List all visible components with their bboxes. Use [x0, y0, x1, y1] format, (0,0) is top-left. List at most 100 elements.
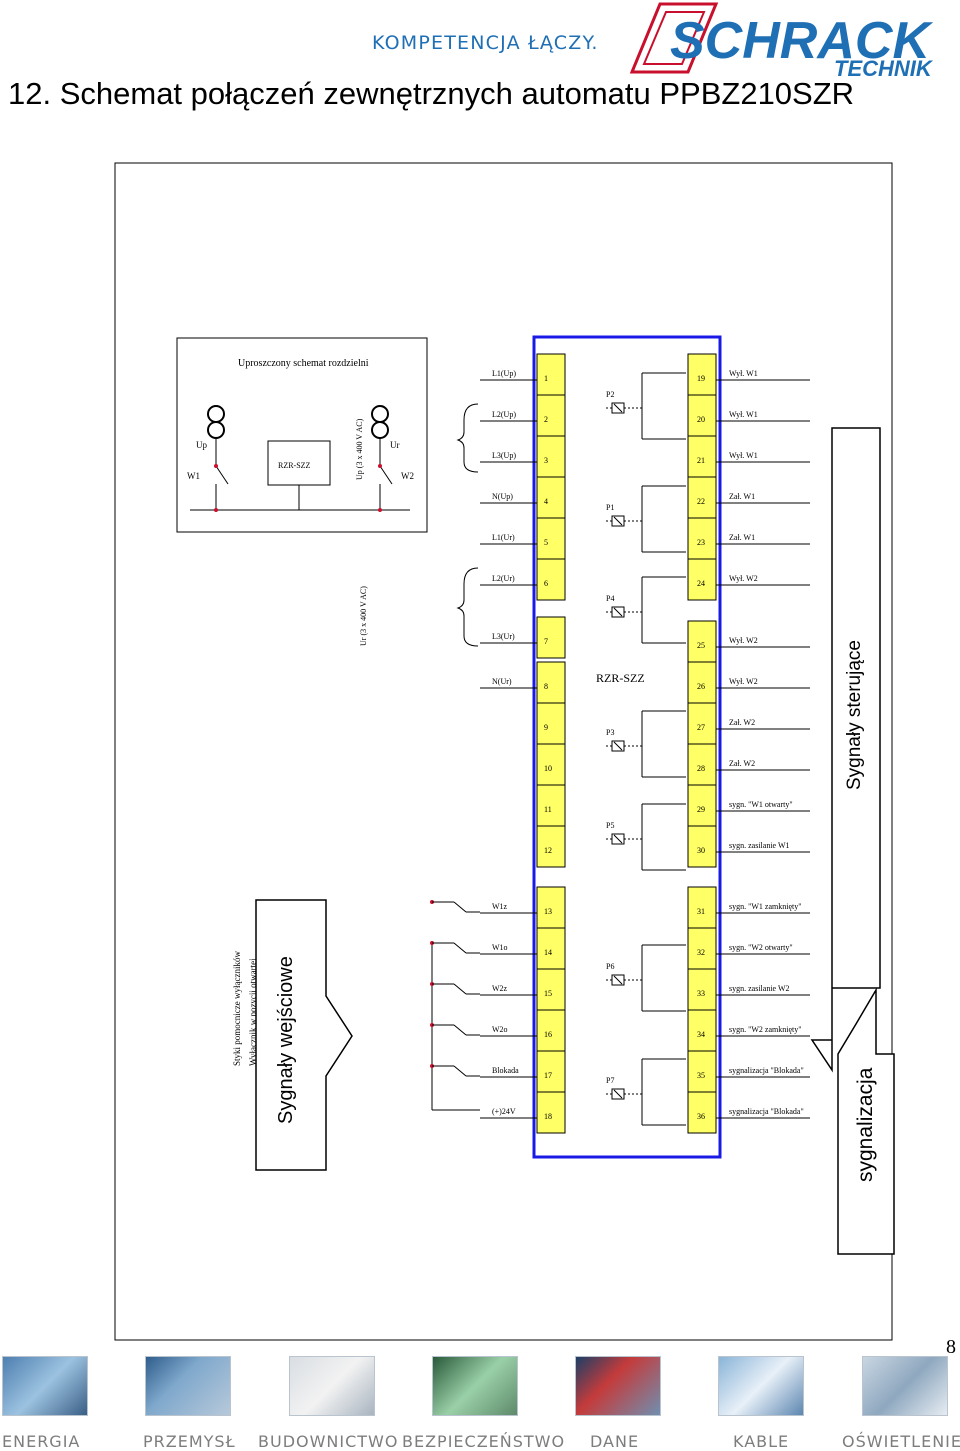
footer-item: BEZPIECZEŃSTWO: [402, 1432, 566, 1451]
left-terminal: 18 (+)24V: [480, 1091, 566, 1134]
terminal-label: Blokada: [492, 1066, 519, 1075]
terminal-number: 36: [697, 1112, 705, 1121]
svg-text:P7: P7: [606, 1076, 614, 1085]
terminal-label: Zał. W2: [729, 718, 755, 727]
inset-up-label: Up: [196, 440, 207, 450]
logo-wordmark: SCHRACK: [670, 12, 933, 70]
transformer-up-icon: [207, 405, 225, 423]
terminal-number: 26: [697, 682, 705, 691]
footer-image-building: [289, 1356, 375, 1416]
svg-text:P3: P3: [606, 728, 614, 737]
terminal-label: sygn. "W2 otwarty": [729, 943, 793, 952]
left-terminal: 3 L3(Up): [480, 435, 566, 478]
terminal-number: 13: [544, 907, 552, 916]
terminal-number: 19: [697, 374, 705, 383]
terminal-number: 6: [544, 579, 548, 588]
terminal-number: 33: [697, 989, 705, 998]
input-signals-arrow: Sygnały wejściowe: [255, 899, 353, 1171]
schrack-logo: SCHRACK TECHNIK: [629, 2, 934, 80]
right-terminal: 35 sygnalizacja "Blokada": [687, 1050, 810, 1093]
side-text-breaker-open: Wyłącznik w pozycji otwartej: [248, 958, 258, 1066]
inset-schematic: Uproszczony schemat rozdzielni Up Ur W1 …: [176, 337, 428, 533]
terminal-number: 18: [544, 1112, 552, 1121]
terminal-label: (+)24V: [492, 1107, 516, 1116]
terminal-number: 24: [697, 579, 705, 588]
terminal-number: 29: [697, 805, 705, 814]
inset-w1-label: W1: [187, 471, 200, 481]
left-terminal: 6L2(Ur): [480, 558, 566, 601]
control-signals-label: Sygnały sterujące: [844, 640, 865, 790]
terminal-label: W1o: [492, 943, 508, 952]
input-switch-icon: [430, 941, 480, 954]
terminal-number: 20: [697, 415, 705, 424]
left-terminal: 10: [536, 743, 566, 786]
terminal-number: 15: [544, 989, 552, 998]
terminal-number: 25: [697, 641, 705, 650]
diagram-frame: [114, 162, 893, 1341]
footer-item: OŚWIETLENIE: [842, 1432, 960, 1451]
relay-p1: P1: [606, 485, 686, 553]
left-terminal: 12: [536, 825, 566, 868]
terminal-number: 12: [544, 846, 552, 855]
footer-item: DANE: [590, 1432, 640, 1451]
inset-up-voltage: Up (3 x 400 V AC): [355, 418, 364, 480]
input-switch-icon: [430, 900, 480, 913]
relay-p2: P2: [606, 372, 686, 440]
left-terminal: 7L3(Ur): [480, 616, 566, 659]
terminal-number: 21: [697, 456, 705, 465]
footer-item: PRZEMYSŁ: [143, 1432, 236, 1451]
input-switch-icon: [430, 1023, 480, 1036]
terminal-number: 22: [697, 497, 705, 506]
relay-p4: P4: [606, 576, 686, 644]
terminal-label: W1z: [492, 902, 508, 911]
footer-image-energy: [2, 1356, 88, 1416]
terminal-label: sygn. zasilanie W2: [729, 984, 790, 993]
terminal-number: 3: [544, 456, 548, 465]
terminal-label: sygnalizacja "Blokada": [729, 1066, 804, 1075]
terminal-number: 31: [697, 907, 705, 916]
input-signals-label: Sygnały wejściowe: [275, 956, 297, 1124]
page-title: 12. Schemat połączeń zewnętrznych automa…: [8, 76, 855, 111]
inset-ur-label: Ur: [390, 440, 400, 450]
svg-text:P6: P6: [606, 962, 614, 971]
right-terminal: 33 sygn. zasilanie W2: [687, 968, 810, 1011]
right-terminal: 36 sygnalizacja "Blokada": [687, 1091, 810, 1134]
terminal-label: L3(Up): [492, 451, 516, 460]
left-terminal: 13 W1z: [480, 886, 566, 929]
terminal-number: 23: [697, 538, 705, 547]
terminal-number: 7: [544, 637, 548, 646]
terminal-number: 34: [697, 1030, 705, 1039]
left-terminal: 11: [536, 784, 566, 827]
terminal-number: 10: [544, 764, 552, 773]
brace-ur: [456, 567, 479, 647]
terminal-label: Zał. W1: [729, 492, 755, 501]
inset-title: Uproszczony schemat rozdzielni: [238, 358, 369, 369]
terminal-number: 11: [544, 805, 552, 814]
terminal-label: L1(Up): [492, 369, 516, 378]
logo-subword: TECHNIK: [834, 56, 934, 80]
page-number: 8: [946, 1336, 956, 1358]
terminal-label: Wył. W2: [729, 636, 758, 645]
relay-p7: P7: [606, 1058, 686, 1126]
terminal-number: 16: [544, 1030, 552, 1039]
relay-p3: P3: [606, 710, 686, 778]
terminal-label: L1(Ur): [492, 533, 515, 542]
terminal-label: sygnalizacja "Blokada": [729, 1107, 804, 1116]
terminal-number: 5: [544, 538, 548, 547]
terminal-label: Wył. W2: [729, 574, 758, 583]
terminal-number: 35: [697, 1071, 705, 1080]
svg-text:P4: P4: [606, 594, 614, 603]
left-terminal: 1L1(Up): [480, 353, 566, 396]
device-label: RZR-SZZ: [596, 671, 645, 685]
terminal-number: 14: [544, 948, 552, 957]
